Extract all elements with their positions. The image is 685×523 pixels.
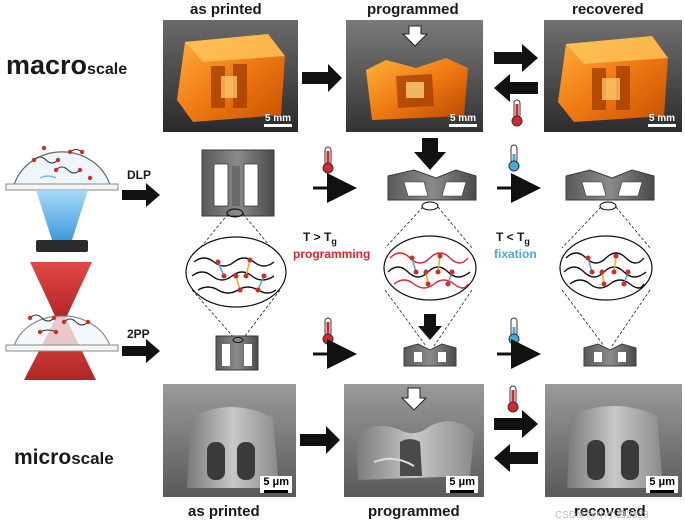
programming-label: programming [293,247,371,261]
scalebar-micro-3-text: 5 μm [649,476,675,488]
scalebar-macro-3-bar [648,124,676,127]
scalebar-micro-3-bar [650,490,675,493]
thermometer-hot-dlp [322,146,334,174]
fixation-condition-sub: g [524,236,530,247]
programming-condition-text: T > T [303,230,332,244]
method-tpp: 2PP [127,327,150,341]
scalebar-micro-2-bar [450,490,475,493]
macroscale-sub: scale [87,61,128,78]
thermometer-cold-tpp [508,317,520,345]
microscale-label: microscale [14,446,114,470]
zoom-lines-bottom [191,289,651,347]
thermometer-cold-icon [508,144,520,172]
block-dlp-recovered [565,169,655,211]
thermometer-hot-icon [511,99,523,127]
microscale-main: micro [14,446,72,469]
watermark: CSDN @小小白2333 [555,510,649,521]
scalebar-macro-3: 5 mm [648,113,676,128]
header-recovered-bottom: recovered [574,503,646,520]
scalebar-micro-3: 5 μm [646,476,678,493]
scalebar-micro-1: 5 μm [260,476,292,493]
scalebar-micro-2-text: 5 μm [449,476,475,488]
block-tpp-as-printed [215,335,259,371]
fixation-condition-text: T < T [496,230,525,244]
photo-macro-programmed: 5 mm [346,20,483,132]
thermometer-hot-micro [507,385,519,413]
arrow-dlp [122,183,160,207]
programming-condition-sub: g [331,236,337,247]
macroscale-label: macroscale [6,50,127,81]
arrow-micro-1 [300,426,340,454]
header-programmed-bottom: programmed [368,503,460,520]
compression-arrow-icon [414,138,446,170]
fixation-label: fixation [494,247,537,261]
block-dlp-programmed [387,169,477,211]
network-recovered [559,235,653,301]
programming-condition: T > Tg [303,230,337,246]
tpp-apparatus [5,262,119,380]
sem-programmed: 5 μm [344,384,484,497]
dlp-apparatus [5,145,119,252]
network-programmed [383,235,477,301]
photo-macro-as-printed: 5 mm [163,20,298,132]
header-as-printed-bottom: as printed [188,503,260,520]
header-programmed-top: programmed [367,1,459,18]
sem-recovered: 5 μm [545,384,682,497]
scalebar-macro-1: 5 mm [264,113,292,128]
scalebar-macro-2-text: 5 mm [449,113,477,124]
arrow-macro-1 [302,64,342,92]
network-as-printed [185,236,287,308]
scalebar-macro-3-text: 5 mm [648,113,676,124]
scalebar-micro-2: 5 μm [446,476,478,493]
scalebar-micro-1-bar [264,490,289,493]
scalebar-macro-1-bar [264,124,292,127]
block-tpp-programmed [403,314,457,367]
block-dlp-as-printed [201,149,275,218]
scalebar-macro-2-bar [449,124,477,127]
fixation-condition: T < Tg [496,230,530,246]
microscale-sub: scale [71,449,114,468]
block-tpp-recovered [583,343,637,367]
scalebar-macro-1-text: 5 mm [264,113,292,124]
sem-as-printed: 5 μm [163,384,296,497]
scalebar-micro-1-text: 5 μm [263,476,289,488]
method-dlp: DLP [127,168,151,182]
header-as-printed-top: as printed [190,1,262,18]
two-way-arrow-micro [494,410,538,472]
header-recovered-top: recovered [572,1,644,18]
scalebar-macro-2: 5 mm [449,113,477,128]
arrow-tpp [122,339,160,363]
thermometer-hot-tpp [322,317,334,345]
photo-macro-recovered: 5 mm [544,20,682,132]
macroscale-main: macro [6,50,88,80]
two-way-arrow-icon [494,44,538,102]
